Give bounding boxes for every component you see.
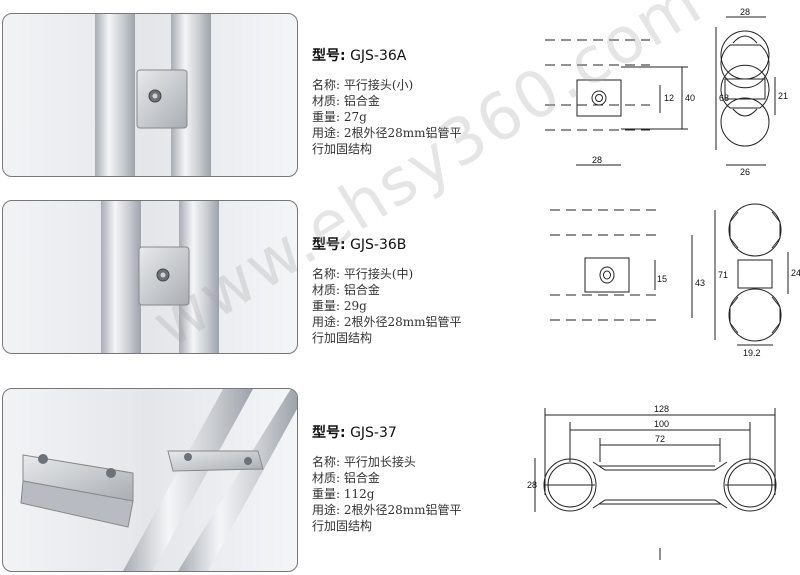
- svg-text:12: 12: [664, 93, 674, 103]
- svg-text:24: 24: [791, 268, 800, 278]
- model-title: 型号: GJS-36A: [312, 48, 407, 64]
- svg-text:26: 26: [740, 167, 750, 177]
- svg-text:128: 128: [654, 404, 669, 414]
- spec-name: 名称: 平行加长接头: [312, 455, 416, 469]
- model-title: 型号: GJS-37: [312, 425, 397, 441]
- technical-drawing-gjs-37: 128 100 72 28: [527, 404, 777, 560]
- spec-material: 材质: 铝合金: [312, 471, 380, 485]
- svg-text:40: 40: [685, 93, 695, 103]
- product-photo-gjs-37: [2, 388, 298, 572]
- spec-usage-cont: 行加固结构: [312, 142, 373, 156]
- spec-material: 材质: 铝合金: [312, 283, 380, 297]
- svg-text:71: 71: [718, 270, 728, 280]
- technical-drawing-gjs-36b: 15 43 71 24 19.2: [550, 203, 800, 358]
- product-photo-gjs-36b: [2, 200, 298, 354]
- tube-connector-image: [101, 201, 219, 353]
- spec-block-gjs-37: 型号: GJS-37 名称: 平行加长接头 材质: 铝合金 重量: 112g 用…: [312, 422, 502, 534]
- spec-usage: 用途: 2根外径28mm铝管平: [312, 315, 462, 329]
- spec-usage-cont: 行加固结构: [312, 331, 373, 345]
- spec-weight: 重量: 29g: [312, 299, 367, 313]
- svg-text:21: 21: [778, 91, 788, 101]
- spec-name: 名称: 平行接头(中): [312, 267, 414, 281]
- svg-text:43: 43: [695, 278, 705, 288]
- spec-block-gjs-36a: 型号: GJS-36A 名称: 平行接头(小) 材质: 铝合金 重量: 27g …: [312, 45, 502, 157]
- spec-material: 材质: 铝合金: [312, 94, 380, 108]
- svg-text:19.2: 19.2: [743, 348, 761, 358]
- svg-text:100: 100: [654, 419, 669, 429]
- spec-name: 名称: 平行接头(小): [312, 78, 414, 92]
- svg-text:28: 28: [592, 155, 602, 165]
- svg-text:15: 15: [657, 274, 667, 284]
- svg-text:28: 28: [740, 7, 750, 17]
- spec-usage: 用途: 2根外径28mm铝管平: [312, 126, 462, 140]
- tube-connector-image: [95, 14, 211, 176]
- spec-usage-cont: 行加固结构: [312, 519, 373, 533]
- spec-weight: 重量: 112g: [312, 487, 375, 501]
- spec-block-gjs-36b: 型号: GJS-36B 名称: 平行接头(中) 材质: 铝合金 重量: 29g …: [312, 234, 502, 346]
- spec-weight: 重量: 27g: [312, 110, 367, 124]
- model-title: 型号: GJS-36B: [312, 237, 407, 253]
- spec-usage: 用途: 2根外径28mm铝管平: [312, 503, 462, 517]
- svg-text:72: 72: [655, 434, 665, 444]
- svg-text:28: 28: [527, 480, 537, 490]
- product-photo-gjs-36a: [2, 13, 298, 177]
- tube-connector-image: [20, 389, 297, 571]
- svg-text:68: 68: [719, 93, 729, 103]
- technical-drawing-gjs-36a: 28 12 40 68 21 28 26: [545, 7, 788, 177]
